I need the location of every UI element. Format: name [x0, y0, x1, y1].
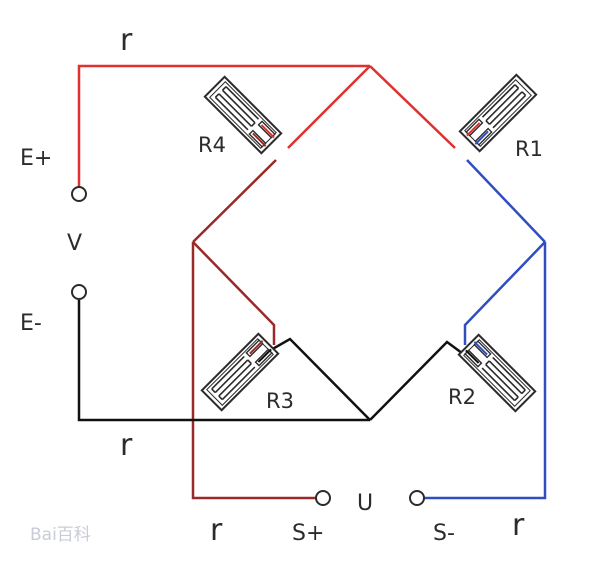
terminal-e-minus: [71, 284, 87, 300]
label-r3: R3: [266, 389, 294, 413]
label-v: V: [67, 231, 82, 256]
label-r-bottom-left: r: [210, 513, 223, 548]
label-s-plus: S+: [292, 521, 324, 546]
resistor-r2-gauge: [457, 333, 537, 413]
label-r-middle: r: [120, 428, 133, 463]
wire-r4-to-left-node: [192, 159, 277, 243]
label-s-minus: S-: [433, 521, 455, 546]
label-u: U: [357, 491, 373, 516]
wire-s-plus: [191, 242, 316, 500]
label-e-minus: E-: [20, 311, 42, 336]
resistor-r4-gauge: [203, 75, 283, 155]
wire-right-node-to-r2: [463, 241, 546, 345]
label-r1: R1: [515, 137, 543, 161]
label-e-plus: E+: [20, 146, 52, 171]
wire-top-to-r4: [287, 65, 371, 149]
terminal-s-minus: [409, 490, 425, 506]
label-r2: R2: [448, 385, 476, 409]
label-r4: R4: [198, 133, 226, 157]
label-r-bottom-right: r: [512, 508, 525, 543]
resistor-r1-gauge: [458, 73, 538, 153]
wire-left-node-to-r3: [192, 241, 276, 345]
terminal-s-plus: [315, 490, 331, 506]
terminal-e-plus: [71, 186, 87, 202]
wire-s-minus: [424, 242, 547, 500]
watermark: Bai百科: [30, 525, 91, 545]
wire-top-to-r1: [369, 65, 456, 149]
wire-e-plus: [77, 64, 370, 187]
wire-r2-to-bottom-node: [369, 340, 467, 421]
resistor-r3-gauge: [200, 332, 280, 412]
wire-r1-to-right-node: [466, 159, 546, 243]
label-r-top: r: [120, 23, 133, 58]
wire-e-minus: [77, 300, 370, 422]
